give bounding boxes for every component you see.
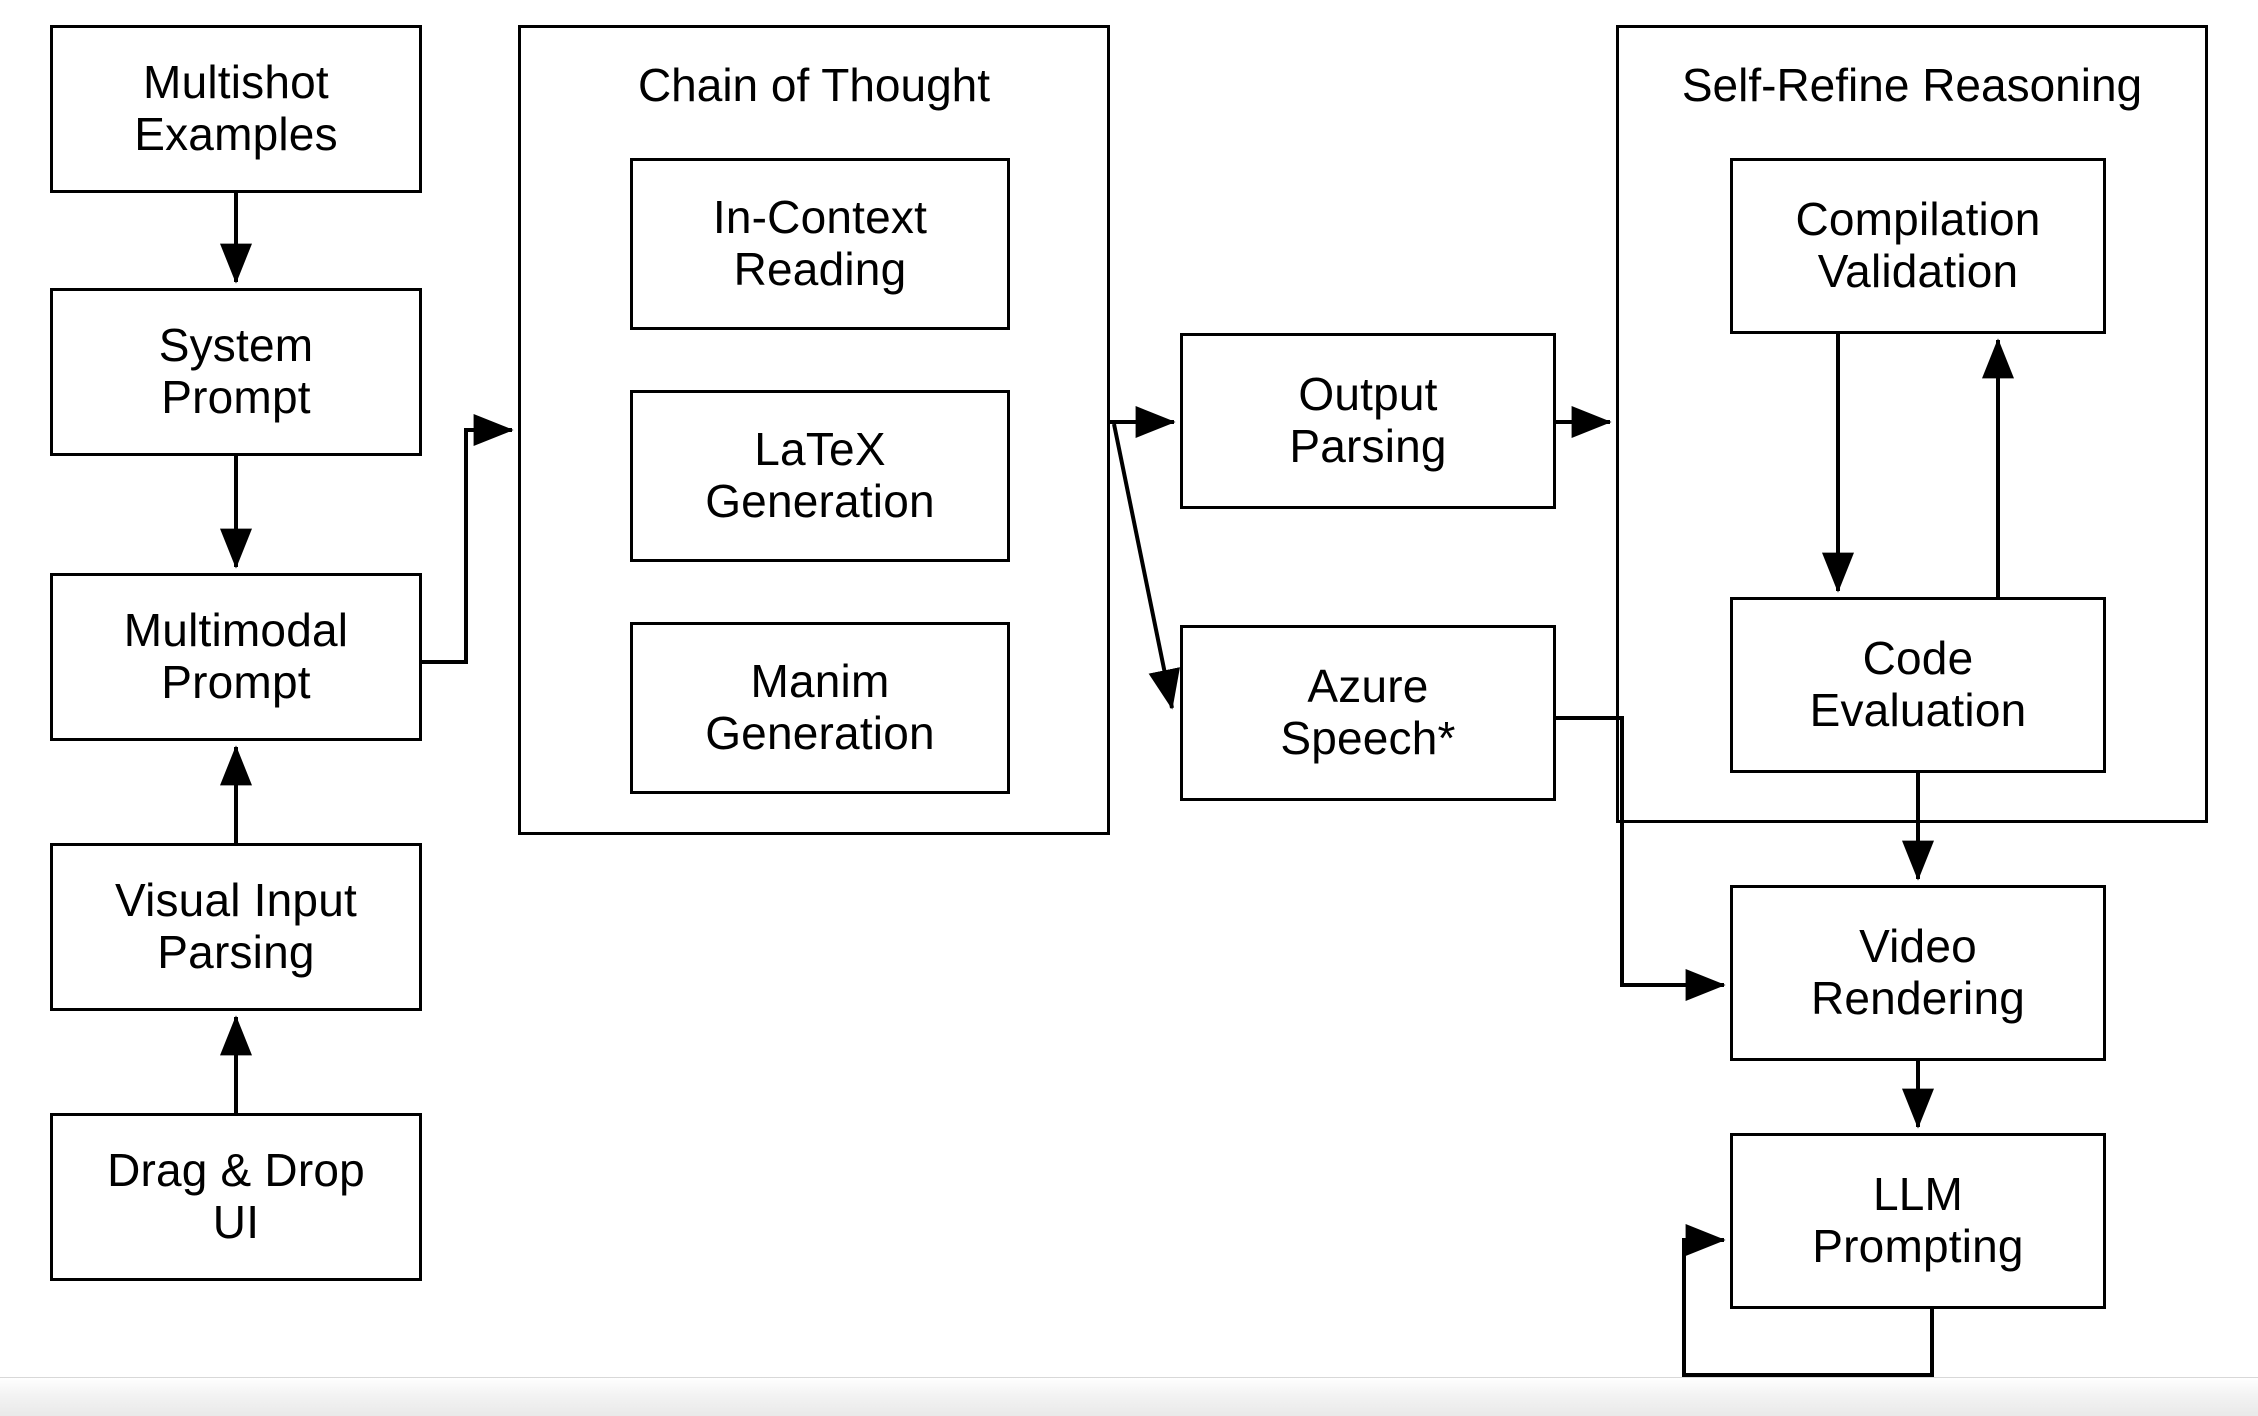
node-system-prompt[interactable]: System Prompt: [50, 288, 422, 456]
node-output-parsing[interactable]: Output Parsing: [1180, 333, 1556, 509]
node-multimodal-prompt[interactable]: Multimodal Prompt: [50, 573, 422, 741]
node-visual-input-parsing[interactable]: Visual Input Parsing: [50, 843, 422, 1011]
edge-cot-to-azure-speech: [1112, 423, 1180, 710]
node-multishot-examples[interactable]: Multishot Examples: [50, 25, 422, 193]
node-latex-generation[interactable]: LaTeX Generation: [630, 390, 1010, 562]
node-azure-speech[interactable]: Azure Speech*: [1180, 625, 1556, 801]
node-code-evaluation[interactable]: Code Evaluation: [1730, 597, 2106, 773]
edge-multimodal-to-cot: [422, 414, 514, 664]
node-in-context-reading[interactable]: In-Context Reading: [630, 158, 1010, 330]
node-llm-prompting[interactable]: LLM Prompting: [1730, 1133, 2106, 1309]
group-title-chain-of-thought: Chain of Thought: [637, 59, 991, 111]
node-video-rendering[interactable]: Video Rendering: [1730, 885, 2106, 1061]
group-title-self-refine-reasoning: Self-Refine Reasoning: [1681, 59, 2143, 111]
group-chain-of-thought: Chain of Thought: [518, 25, 1110, 835]
node-compilation-validation[interactable]: Compilation Validation: [1730, 158, 2106, 334]
bottom-edge-strip: [0, 1377, 2258, 1416]
node-drag-and-drop-ui[interactable]: Drag & Drop UI: [50, 1113, 422, 1281]
node-manim-generation[interactable]: Manim Generation: [630, 622, 1010, 794]
group-self-refine-reasoning: Self-Refine Reasoning: [1616, 25, 2208, 823]
